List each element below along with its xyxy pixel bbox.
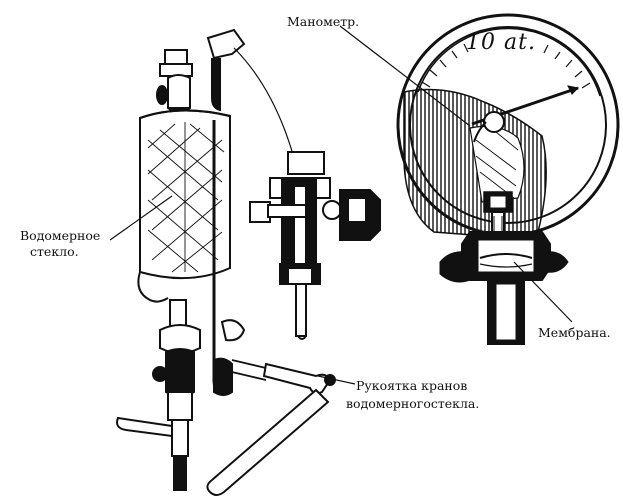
membrane-label: Мембрана. bbox=[538, 325, 611, 340]
valve-handle bbox=[206, 362, 336, 496]
water-glass-label-line1: Водомерное bbox=[20, 228, 101, 243]
water-glass-label-line2: стекло. bbox=[30, 244, 79, 259]
water-gauge-assembly bbox=[116, 28, 295, 491]
sectional-connector bbox=[249, 151, 381, 340]
leader-lines bbox=[109, 25, 573, 385]
handle-label-line2: водомерногостекла. bbox=[346, 396, 480, 411]
gauge-scale-label: 10 at. bbox=[466, 30, 536, 55]
manometer bbox=[396, 13, 620, 345]
manometer-label: Манометр. bbox=[287, 14, 360, 29]
handle-label-line1: Рукоятка кранов bbox=[356, 378, 468, 393]
